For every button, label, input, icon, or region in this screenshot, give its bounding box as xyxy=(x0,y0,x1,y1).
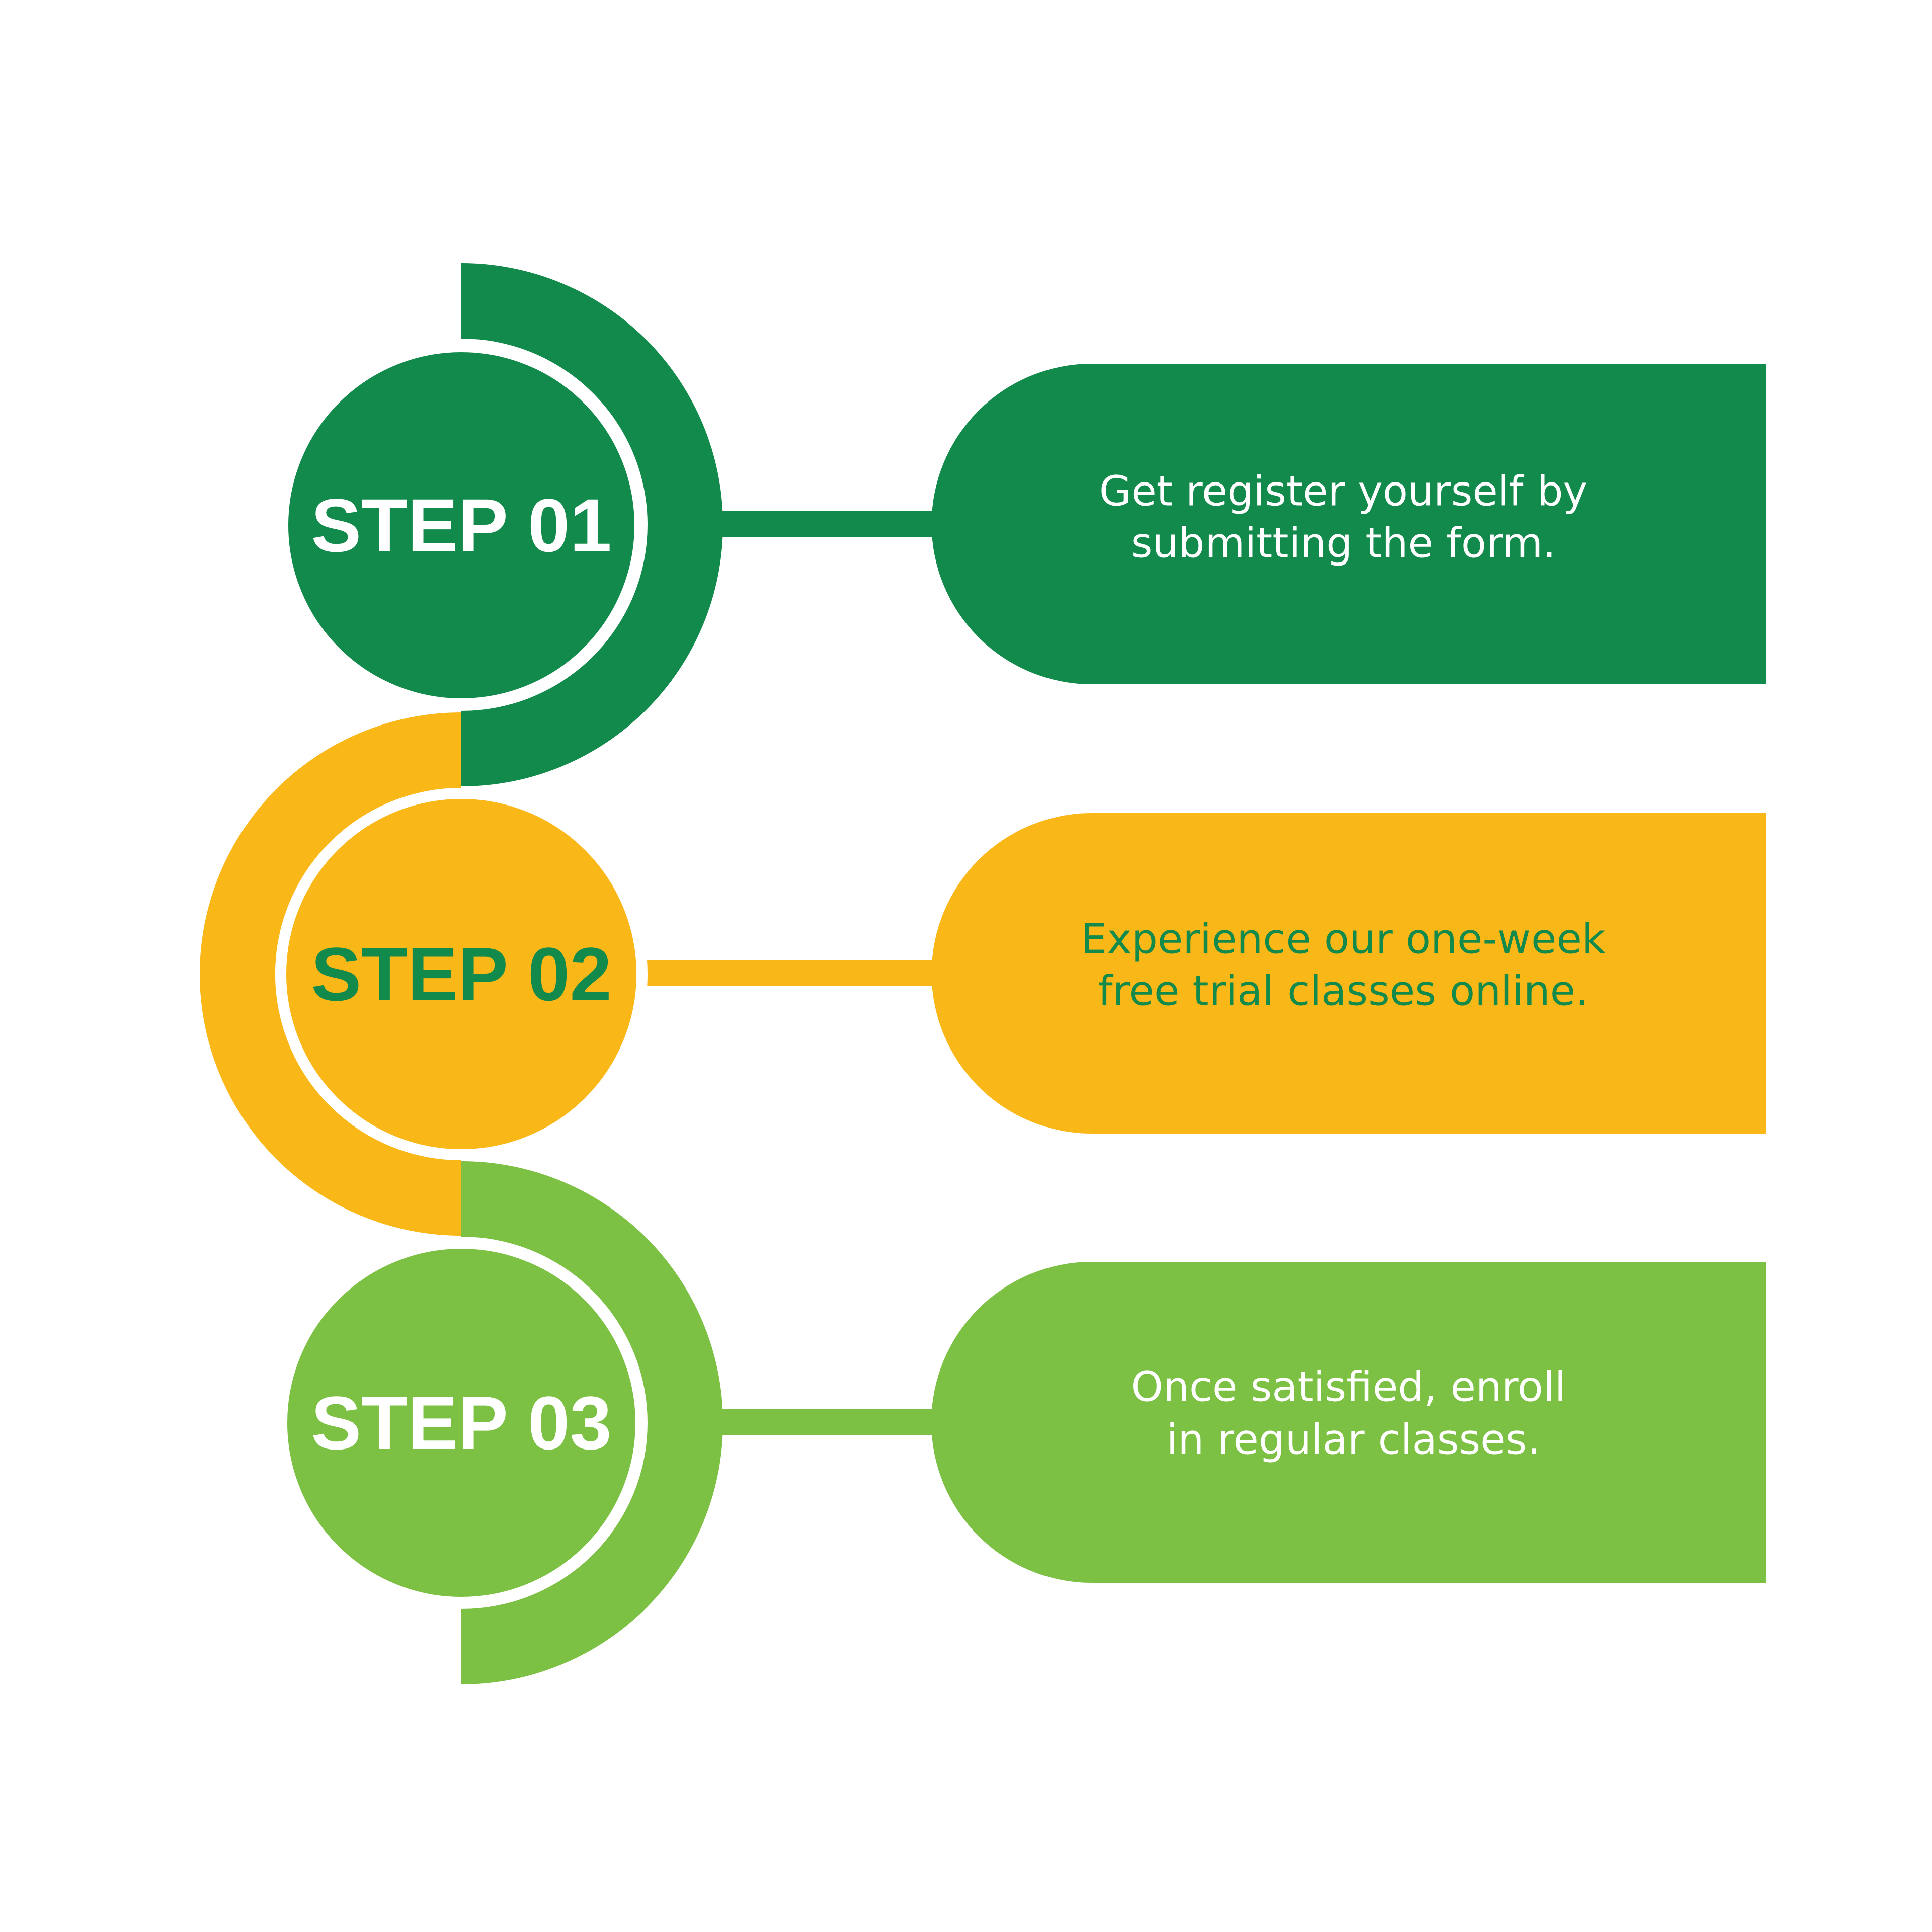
step-02-label: STEP 02 xyxy=(311,932,612,1016)
step-01-description-line-1: Get register yourself by xyxy=(1099,468,1587,516)
step-01-description-line-2: submitting the form. xyxy=(1131,520,1556,568)
step-02-description-line-2: free trial classes online. xyxy=(1098,968,1588,1015)
step-03-description-line-2: in regular classes. xyxy=(1167,1416,1541,1464)
step-01-label: STEP 01 xyxy=(311,483,612,568)
step-03-circle xyxy=(276,1238,647,1608)
step-02-circle xyxy=(275,788,648,1160)
step-02-description-line-1: Experience our one-week xyxy=(1081,916,1606,963)
step-01-description-box xyxy=(931,364,1766,684)
step-03: STEP 03 Once satisfied, enroll in regula… xyxy=(276,1161,1766,1684)
step-03-connector xyxy=(719,1409,941,1435)
step-01-circle xyxy=(277,341,646,709)
step-01: STEP 01 Get register yourself by submitt… xyxy=(277,263,1766,786)
step-03-description-line-1: Once satisfied, enroll xyxy=(1131,1363,1566,1411)
step-01-connector xyxy=(719,511,941,537)
step-03-label: STEP 03 xyxy=(311,1381,612,1465)
step-02: STEP 02 Experience our one-week free tri… xyxy=(200,712,1766,1236)
step-02-half-ring xyxy=(200,712,461,1236)
step-02-description-box xyxy=(931,813,1766,1134)
step-03-description-box xyxy=(931,1262,1766,1583)
step-02-connector xyxy=(629,960,941,986)
step-01-half-ring xyxy=(461,263,723,786)
step-03-half-ring xyxy=(461,1161,723,1684)
